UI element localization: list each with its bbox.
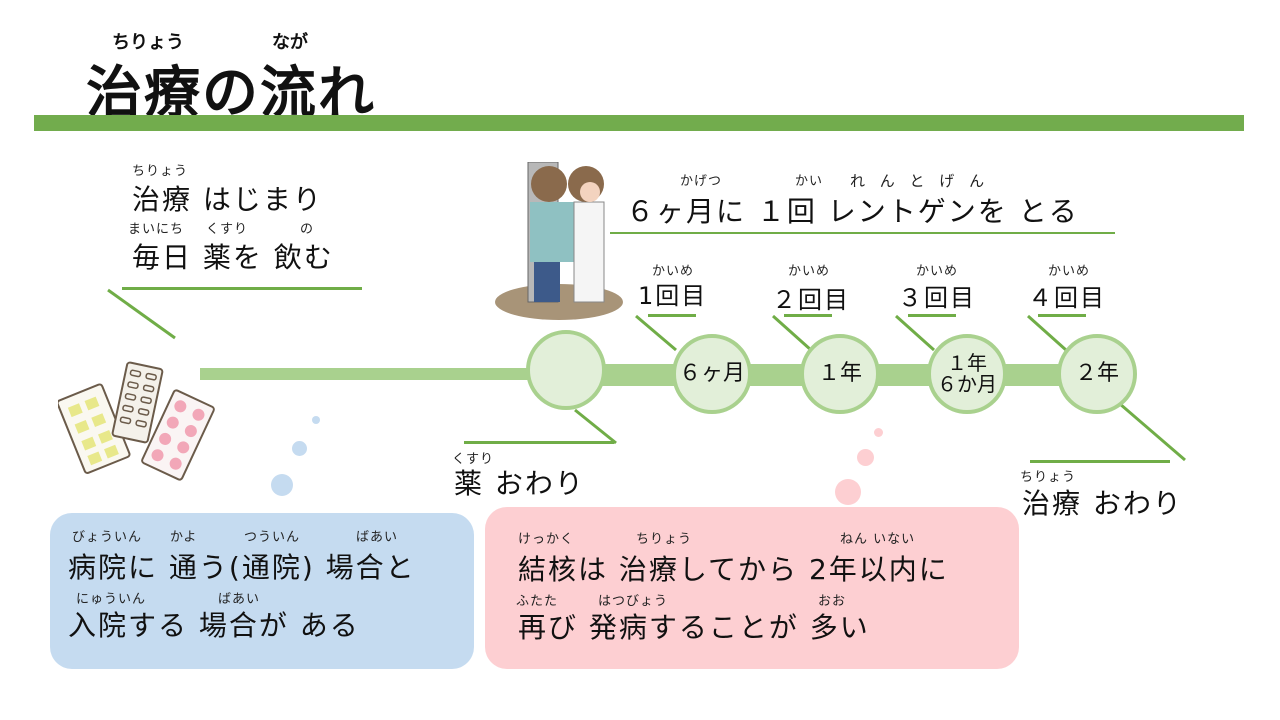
start-ruby-no: の <box>300 222 315 237</box>
check3-ruby: かいめ <box>916 264 959 279</box>
med-end-ruby: くすり <box>452 452 495 467</box>
check4-pointer <box>1026 314 1068 352</box>
med-end-underline <box>464 441 614 444</box>
start-underline <box>122 287 362 290</box>
blue-ruby-baai: ばあい <box>356 530 399 545</box>
xray-ruby-kai: かい <box>795 174 824 189</box>
node-2-years-label: ２年 <box>1074 361 1119 387</box>
medicine-end-node <box>526 330 606 410</box>
blue-bubble-large <box>271 474 293 496</box>
timeline-track-thin <box>200 368 540 380</box>
pink-ruby-oo: おお <box>818 594 847 609</box>
start-ruby-mainichi: まいにち <box>128 222 185 237</box>
pink-bubble-small <box>874 428 883 437</box>
node-1y6m-line1: １年 <box>947 351 987 375</box>
pink-ruby-nen-inai: ねん いない <box>840 532 916 547</box>
node-2-years: ２年 <box>1057 334 1137 414</box>
blue-ruby-baai-2: ばあい <box>218 592 261 607</box>
treat-end-ruby: ちりょう <box>1020 470 1077 485</box>
check1-underline <box>648 314 696 317</box>
xray-ruby-rentogen: れ ん と げ ん <box>850 172 990 190</box>
treat-end-pointer <box>1119 402 1186 462</box>
check3-pointer <box>894 314 936 352</box>
treatment-end-label: 治療 おわり <box>1022 487 1183 520</box>
title-underline-bar <box>34 115 1244 131</box>
blue-ruby-nyuuin: にゅういん <box>76 592 147 607</box>
check4-underline <box>1038 314 1086 317</box>
check3-underline <box>908 314 956 317</box>
outpatient-note-line2: 入院する 場合が ある <box>68 609 360 642</box>
node-1-year-label: １年 <box>817 361 862 387</box>
blue-bubble-small <box>312 416 320 424</box>
relapse-note-line1: 結核は 治療してから 2年以内に <box>518 553 949 586</box>
medicine-packets-icon <box>58 361 215 481</box>
start-pointer <box>107 288 176 340</box>
start-ruby: ちりょう <box>132 164 189 179</box>
node-6-months-label: ６ヶ月 <box>678 361 745 387</box>
outpatient-note-box <box>50 513 474 669</box>
outpatient-note-line1: 病院に 通う(通院) 場合と <box>68 551 416 584</box>
check3-label: ３回目 <box>898 284 976 312</box>
check2-label: ２回目 <box>772 286 850 314</box>
treat-end-underline <box>1030 460 1170 463</box>
check1-label: 1回目 <box>638 282 708 310</box>
node-1y6m-line2: ６か月 <box>937 372 997 396</box>
title-ruby-chiryou: ちりょう <box>112 32 184 53</box>
xray-note-underline <box>610 232 1115 234</box>
node-6-months: ６ヶ月 <box>672 334 752 414</box>
pink-bubble-large <box>835 479 861 505</box>
blue-bubble-medium <box>292 441 307 456</box>
blue-ruby-tsuuin: つういん <box>244 530 301 545</box>
check2-pointer <box>771 314 813 352</box>
pink-bubble-medium <box>857 449 874 466</box>
xray-ruby-kagetsu: かげつ <box>680 174 723 189</box>
blue-ruby-kayo: かよ <box>170 530 198 545</box>
node-1-year: １年 <box>800 334 880 414</box>
relapse-note-box <box>485 507 1019 669</box>
start-label: 治療 はじまり <box>132 183 323 216</box>
relapse-note-line2: 再び 発病することが 多い <box>518 611 870 644</box>
start-ruby-kusuri: くすり <box>206 222 249 237</box>
xray-note-label: ６ヶ月に １回 レントゲンを とる <box>626 195 1079 228</box>
check4-ruby: かいめ <box>1048 264 1091 279</box>
pink-ruby-kekkaku: けっかく <box>518 532 575 547</box>
blue-ruby-byouin: びょういん <box>72 530 143 545</box>
check1-pointer <box>635 314 677 352</box>
pink-ruby-futata: ふたた <box>516 594 559 609</box>
check4-label: ４回目 <box>1028 284 1106 312</box>
check2-underline <box>784 314 832 317</box>
check2-ruby: かいめ <box>788 264 831 279</box>
med-end-pointer <box>574 408 617 445</box>
xray-exam-illustration <box>495 162 623 320</box>
daily-medicine-label: 毎日 薬を 飲む <box>132 241 334 274</box>
pink-ruby-chiryou: ちりょう <box>636 532 693 547</box>
check1-ruby: かいめ <box>652 264 695 279</box>
medicine-end-label: 薬 おわり <box>454 467 585 500</box>
pink-ruby-hatsubyou: はつびょう <box>598 594 669 609</box>
title-ruby-naga: なが <box>272 32 308 53</box>
